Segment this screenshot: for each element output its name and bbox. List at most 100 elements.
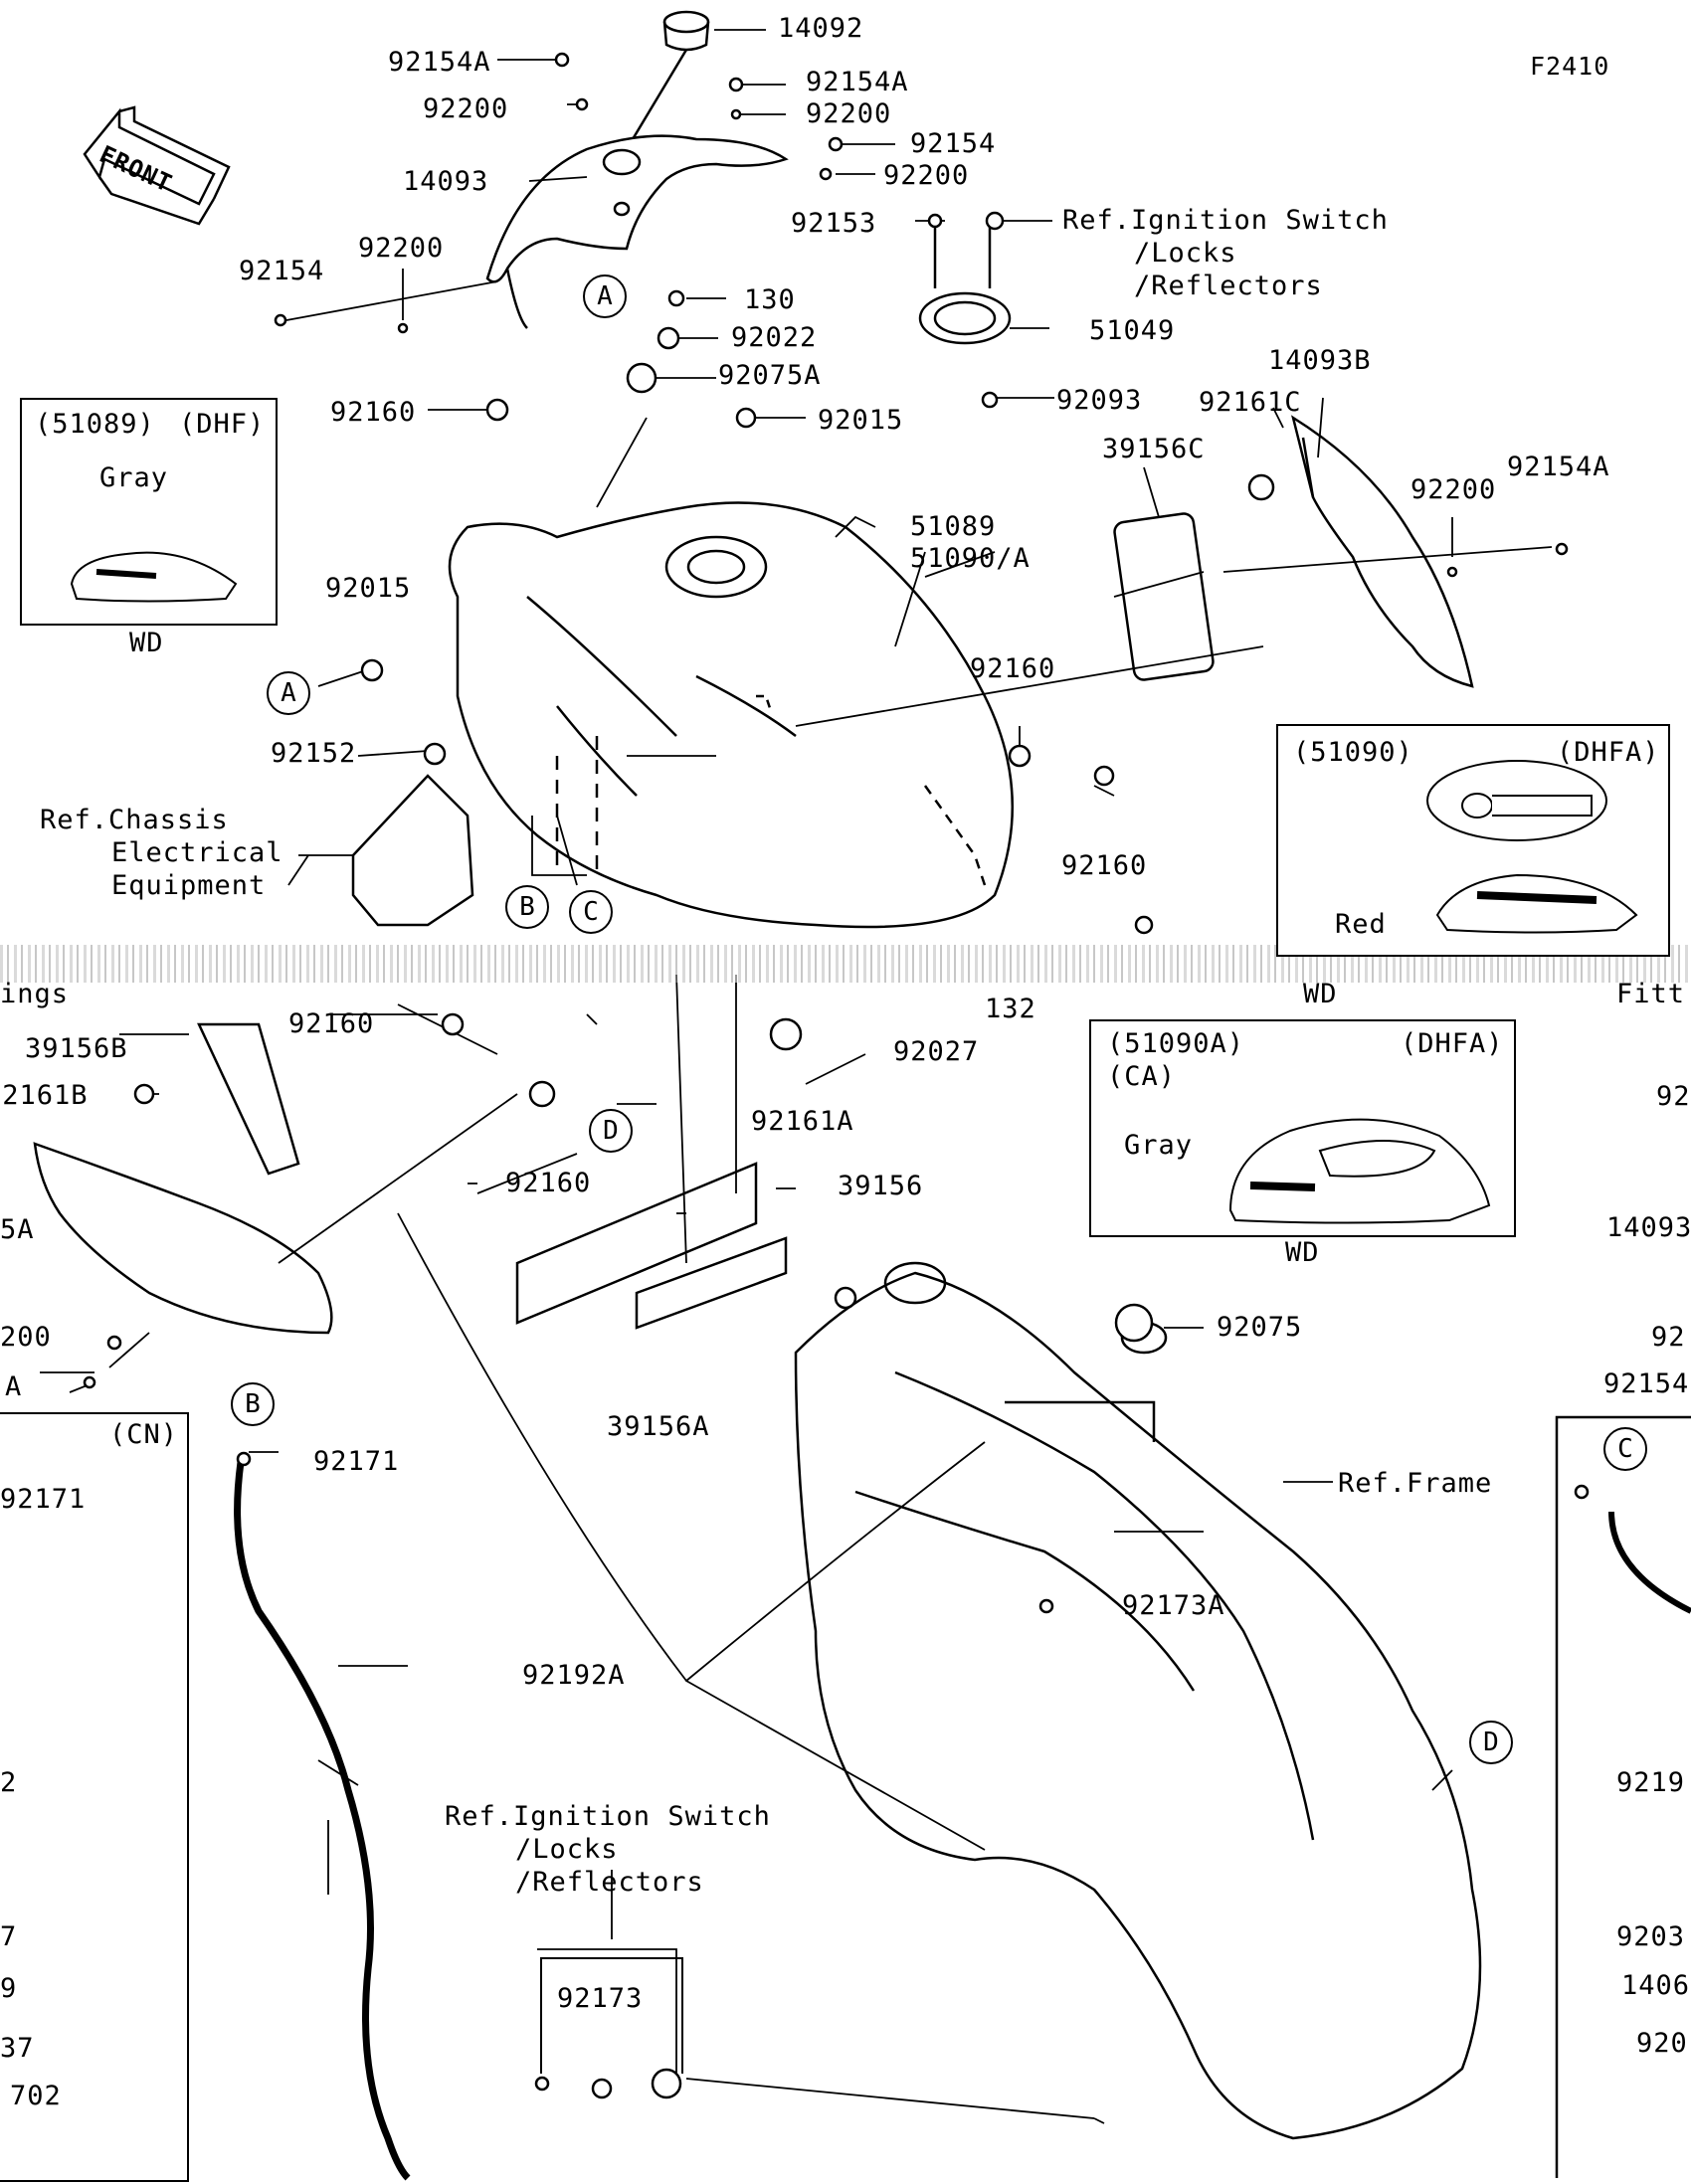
electrical-bracket <box>351 774 474 927</box>
inset-dhfa <box>1276 724 1670 957</box>
label-132: 132 <box>985 994 1036 1024</box>
label-51049: 51049 <box>1089 315 1176 346</box>
label-92154-1: 92154 <box>910 128 997 159</box>
label-130: 130 <box>744 284 796 315</box>
inset-dhf <box>20 398 278 626</box>
figure-code: F2410 <box>1530 52 1610 81</box>
inset-dhfa-color: Red <box>1335 909 1387 940</box>
callout-b-2: B <box>231 1382 275 1426</box>
tank-icon-red <box>1426 760 1638 934</box>
ref-chassis-line2: Electrical <box>111 837 283 868</box>
callout-d-1: D <box>589 1109 633 1153</box>
inset-dhf-caption: WD <box>129 628 164 658</box>
ref-chassis-line1: Ref.Chassis <box>40 805 229 835</box>
label-14093b: 14093B <box>1268 345 1372 376</box>
label-92154-right: 92154 <box>1603 1368 1690 1399</box>
label-92161c: 92161C <box>1199 387 1302 418</box>
label-92015-2: 92015 <box>325 573 412 604</box>
label-92154a-2: 92154A <box>806 67 909 97</box>
label-92161a: 92161A <box>751 1106 854 1137</box>
label-702: 702 <box>10 2081 62 2111</box>
label-51089: 51089 <box>910 511 997 542</box>
label-14093-right: 14093 <box>1606 1212 1691 1243</box>
inset-right-border <box>1555 1415 1691 2178</box>
label-92192a: 92192A <box>522 1660 626 1691</box>
bracket-92173 <box>540 1957 683 2074</box>
label-92-right: 92 <box>1656 1081 1691 1112</box>
ref-ignition-1-line2: /Locks <box>1134 238 1237 269</box>
fuel-tank <box>448 501 1014 929</box>
label-92161b: 92161B <box>0 1080 89 1111</box>
inset-cn-variant: (CN) <box>109 1419 179 1450</box>
hose-92192a <box>234 1461 411 2181</box>
ref-chassis-line3: Equipment <box>111 870 267 901</box>
label-9: 9 <box>0 1973 18 2004</box>
label-51090a: 51090/A <box>910 543 1031 574</box>
label-a: A <box>5 1371 23 1402</box>
label-92075: 92075 <box>1217 1312 1303 1343</box>
label-92-right-2: 92 <box>1651 1322 1686 1353</box>
inset-dhf-variant: (DHF) <box>179 409 266 440</box>
inset-cn-label: 92171 <box>0 1484 87 1515</box>
label-200: 200 <box>0 1322 52 1353</box>
label-92171-1: 92171 <box>313 1446 400 1477</box>
label-92154a-3: 92154A <box>1507 452 1610 482</box>
filler-cap <box>918 221 1012 345</box>
tank-pads <box>515 1162 788 1330</box>
label-92160-3: 92160 <box>1061 850 1148 881</box>
label-9219-right: 9219 <box>1616 1767 1686 1798</box>
tank-icon-gray-ca <box>1228 1118 1491 1224</box>
inset-dhfa-variant: (DHFA) <box>1557 737 1660 768</box>
callout-a-1: A <box>583 274 627 318</box>
label-39156: 39156 <box>838 1171 924 1201</box>
inset-dhfa-ca-code: (51090A) <box>1107 1028 1245 1059</box>
motorcycle-frame <box>794 1261 1482 2140</box>
tank-icon-gray <box>70 551 238 603</box>
callout-a-2: A <box>267 671 310 715</box>
callout-b-1: B <box>505 885 549 929</box>
label-92153: 92153 <box>791 208 877 239</box>
label-92200-4: 92200 <box>358 233 445 264</box>
label-92015-1: 92015 <box>818 405 904 436</box>
inset-dhf-code: (51089) <box>35 409 155 440</box>
inset-cn <box>0 1412 189 2182</box>
label-92027: 92027 <box>893 1036 980 1067</box>
label-39156c: 39156C <box>1102 434 1206 464</box>
callout-d-2: D <box>1469 1721 1513 1764</box>
ref-ignition-2-line1: Ref.Ignition Switch <box>445 1801 771 1832</box>
ref-ignition-2-line3: /Reflectors <box>515 1867 704 1898</box>
label-37: 37 <box>0 2033 35 2064</box>
label-fitt: Fitt <box>1616 979 1686 1009</box>
label-ref-frame: Ref.Frame <box>1338 1468 1493 1499</box>
inset-dhfa-ca-color: Gray <box>1124 1130 1194 1161</box>
callout-c-1: C <box>569 890 613 934</box>
inset-dhfa-ca <box>1089 1019 1516 1237</box>
label-920-right: 920 <box>1636 2028 1688 2059</box>
hose-right <box>1608 1511 1691 1614</box>
label-92152: 92152 <box>271 738 357 769</box>
callout-c-2: C <box>1603 1427 1647 1471</box>
label-14092: 14092 <box>778 13 864 44</box>
ref-ignition-2-line2: /Locks <box>515 1834 619 1865</box>
label-92200-5: 92200 <box>1410 474 1497 505</box>
inset-dhfa-code: (51090) <box>1293 737 1413 768</box>
inset-dhfa-ca-caption: WD <box>1285 1237 1320 1268</box>
label-92154-2: 92154 <box>239 256 325 286</box>
label-7: 7 <box>0 1921 18 1952</box>
label-92160-1: 92160 <box>330 397 417 428</box>
label-ings: ings <box>0 979 70 1009</box>
label-92200-2: 92200 <box>806 98 892 129</box>
side-cover-left <box>33 1022 333 1335</box>
label-92173: 92173 <box>557 1983 644 2014</box>
label-2: 2 <box>0 1767 18 1798</box>
label-92200-1: 92200 <box>423 93 509 124</box>
tank-top-cover <box>485 134 789 329</box>
label-14093: 14093 <box>403 166 489 197</box>
label-92022: 92022 <box>731 322 818 353</box>
label-5a: 5A <box>0 1214 35 1245</box>
label-92075a: 92075A <box>718 360 822 391</box>
fuel-cap <box>625 10 710 150</box>
ref-ignition-1-line1: Ref.Ignition Switch <box>1062 205 1389 236</box>
side-cover-right <box>1291 415 1474 688</box>
